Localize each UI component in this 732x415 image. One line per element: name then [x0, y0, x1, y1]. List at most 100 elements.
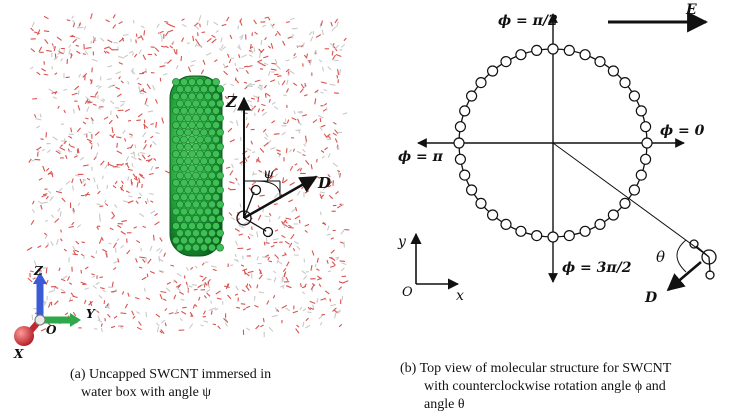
carbon-atom — [212, 135, 220, 144]
carbon-atom — [192, 200, 200, 209]
caption-b: (b) Top view of molecular structure for … — [400, 360, 730, 414]
carbon-atom — [192, 114, 200, 122]
carbon-atom — [212, 178, 220, 187]
carbon-atom — [208, 243, 216, 252]
y-axis-label: y — [397, 234, 407, 250]
ring-atom — [563, 44, 575, 57]
ring-atom — [500, 55, 512, 68]
carbon-atom — [212, 150, 220, 158]
carbon-atom — [192, 171, 200, 180]
psi-label: ψ — [263, 166, 275, 182]
caption-b-line1: (b) Top view of molecular structure for … — [400, 361, 672, 376]
carbon-atom — [204, 193, 212, 202]
caption-a-line2: water box with angle ψ — [81, 385, 212, 400]
ring-atom — [453, 137, 465, 149]
carbon-atom — [188, 78, 196, 86]
carbon-atom — [172, 178, 180, 187]
ring-atom — [628, 90, 641, 102]
carbon-atom — [180, 178, 188, 187]
ring-atom — [487, 65, 499, 77]
carbon-atom — [204, 121, 212, 130]
ring-atom — [487, 209, 499, 221]
phi-top-label: ϕ = π/2 — [498, 13, 558, 29]
carbon-atom — [196, 78, 204, 86]
carbon-atom — [196, 135, 204, 144]
carbon-atom — [176, 114, 184, 122]
carbon-atom — [188, 178, 196, 187]
e-label: E — [685, 2, 697, 18]
carbon-atom — [184, 200, 192, 209]
x-axis-label: x — [456, 288, 464, 304]
carbon-atom — [192, 243, 200, 252]
carbon-atom — [216, 186, 224, 194]
ring-atom — [635, 169, 647, 181]
carbon-atom — [196, 222, 204, 230]
carbon-atom — [176, 214, 184, 223]
carbon-atom — [176, 157, 184, 166]
carbon-atom — [180, 78, 188, 86]
swcnt-tube — [169, 75, 224, 257]
carbon-atom — [184, 99, 192, 108]
carbon-atom — [200, 186, 208, 194]
carbon-atom — [172, 106, 180, 115]
carbon-atom — [204, 135, 212, 144]
carbon-atom — [200, 157, 208, 166]
theta-label: θ — [656, 248, 665, 266]
theta-angle: θ — [656, 239, 687, 273]
ring-atom — [547, 231, 559, 243]
carbon-atom — [192, 157, 200, 166]
ring-atom — [531, 44, 543, 57]
carbon-atom — [204, 92, 212, 101]
carbon-atom — [204, 164, 212, 173]
carbon-atom — [176, 142, 184, 151]
carbon-atom — [176, 85, 184, 94]
d-label: D — [317, 174, 331, 192]
water-molecule-model — [236, 184, 274, 238]
ring-atom — [579, 49, 591, 61]
ring-atom — [628, 184, 641, 196]
carbon-atom — [188, 106, 196, 115]
carbon-atom — [196, 164, 204, 173]
carbon-atom — [192, 142, 200, 151]
phi-right-label: ϕ = 0 — [660, 123, 705, 139]
carbon-atom — [172, 135, 180, 144]
psi-angle: ψ — [244, 166, 281, 198]
ring-atom — [515, 225, 527, 237]
carbon-atom — [172, 92, 180, 101]
carbon-atom — [216, 85, 224, 94]
carbon-atom — [196, 121, 204, 130]
carbon-atom — [172, 164, 180, 173]
carbon-atom — [204, 106, 212, 115]
carbon-atom — [212, 106, 220, 115]
carbon-atom — [176, 186, 184, 194]
carbon-atom — [188, 150, 196, 158]
carbon-atom — [188, 236, 196, 245]
carbon-atom — [180, 150, 188, 158]
xy-frame: y O x — [397, 232, 464, 304]
ring-atom — [607, 65, 620, 77]
carbon-atom — [200, 85, 208, 94]
caption-a: (a) Uncapped SWCNT immersed in water box… — [70, 366, 330, 402]
carbon-atom — [172, 207, 180, 216]
carbon-atom — [200, 114, 208, 122]
ring-atom — [563, 230, 575, 242]
carbon-atom — [208, 186, 216, 194]
ring-atom — [639, 121, 652, 133]
carbon-atom — [184, 85, 192, 94]
carbon-atom — [188, 135, 196, 144]
ring-atom — [475, 197, 487, 209]
carbon-atom — [180, 135, 188, 144]
carbon-atom — [200, 142, 208, 151]
carbon-atom — [184, 157, 192, 166]
carbon-atom — [180, 106, 188, 115]
carbon-atom — [184, 171, 192, 180]
ring-atom — [500, 218, 512, 230]
carbon-atom — [216, 171, 224, 180]
ring-atom — [459, 169, 471, 181]
carbon-atom — [196, 193, 204, 202]
carbon-atom — [184, 243, 192, 252]
carbon-atom — [188, 121, 196, 130]
ring-atom — [594, 218, 606, 230]
ring-atom — [454, 121, 466, 133]
carbon-atom — [200, 214, 208, 223]
